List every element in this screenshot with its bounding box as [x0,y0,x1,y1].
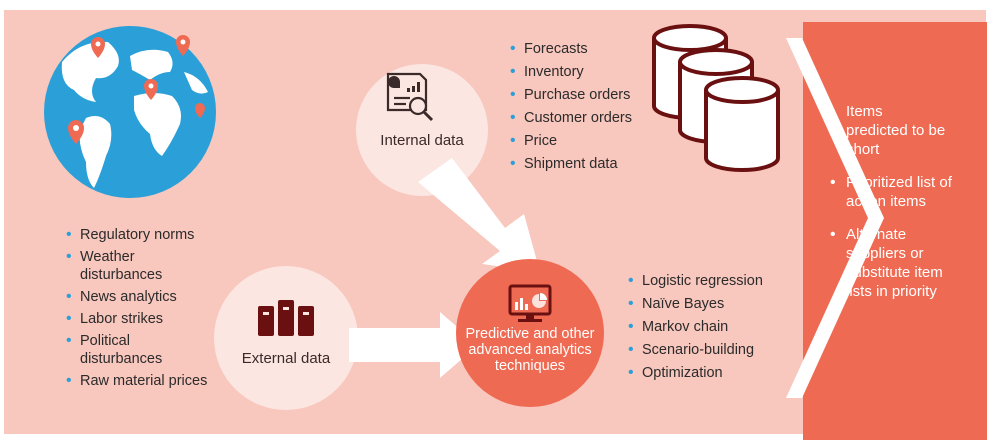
external-to-analytics-arrow [349,312,478,378]
external-factor-item: Weather disturbances [66,248,190,284]
output-item: Items predicted to be short [822,102,946,159]
technique-item: Markov chain [628,318,788,336]
outputs-list: Items predicted to be short Prioritized … [822,102,972,315]
monitor-analytics-icon [508,284,552,322]
globe-with-pins-icon [44,26,216,198]
technique-item: Optimization [628,364,788,382]
internal-data-label: Internal data [380,132,464,149]
technique-item: Naïve Bayes [628,295,788,313]
internal-data-item: Shipment data [510,155,660,173]
output-item: Prioritized list of action items [822,173,961,211]
internal-data-item: Purchase orders [510,86,660,104]
database-cylinders-icon [652,24,780,172]
report-magnifier-icon [386,72,434,122]
internal-data-item: Customer orders [510,109,660,127]
technique-item: Logistic regression [628,272,788,290]
techniques-list: Logistic regression Naïve Bayes Markov c… [628,272,788,387]
analytics-circle [456,259,604,407]
external-factor-item: Raw material prices [66,372,236,390]
external-factor-item: Labor strikes [66,310,236,328]
analytics-label: Predictive and other advanced analytics … [465,326,595,374]
internal-to-analytics-arrow [418,158,540,272]
external-data-circle [214,266,358,410]
output-item: Alternate suppliers or substitute item l… [822,225,956,301]
server-racks-icon [258,300,314,336]
internal-data-item: Forecasts [510,40,660,58]
internal-data-item: Inventory [510,63,660,81]
internal-data-list: Forecasts Inventory Purchase orders Cust… [510,40,660,178]
external-factor-item: Regulatory norms [66,226,236,244]
external-factor-item: Political disturbances [66,332,190,368]
technique-item: Scenario-building [628,341,788,359]
internal-data-item: Price [510,132,660,150]
external-data-label: External data [241,350,331,367]
external-factor-item: News analytics [66,288,236,306]
external-factors-list: Regulatory norms Weather disturbances Ne… [66,226,236,394]
